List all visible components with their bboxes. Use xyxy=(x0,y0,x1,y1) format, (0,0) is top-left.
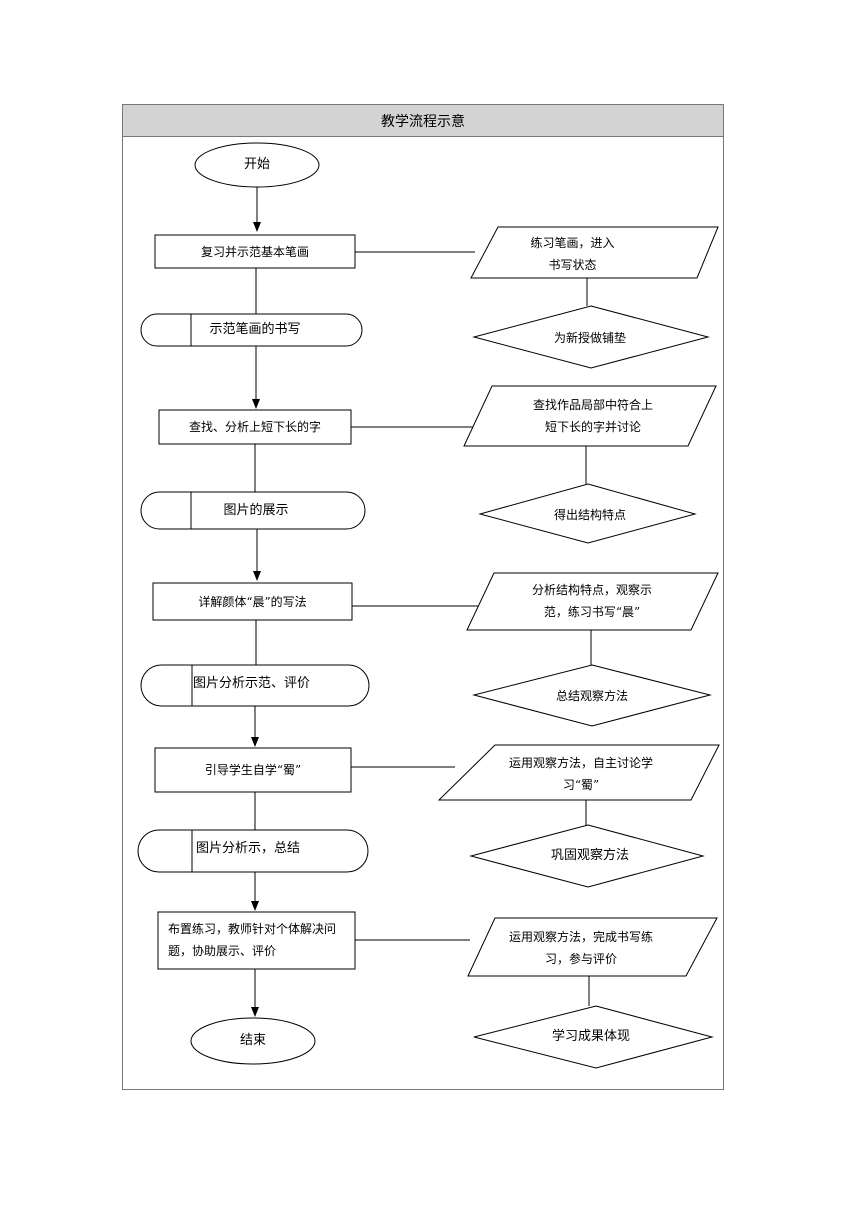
student-activity-label: 运用观察方法，自主讨论学习“蜀” xyxy=(508,756,653,792)
process-label: 引导学生自学“蜀” xyxy=(204,763,302,777)
student-activity-label: 分析结构特点，观察示范，练习书写“晨” xyxy=(531,583,652,619)
outcome-diamond xyxy=(478,483,697,544)
process-box xyxy=(158,409,352,445)
outcome-diamond xyxy=(473,1005,714,1069)
outcome-diamond xyxy=(472,305,710,369)
outcome-label: 为新授做铺垫 xyxy=(553,331,626,345)
student-activity-shape xyxy=(463,385,717,447)
media-shape xyxy=(140,491,366,530)
end-terminal xyxy=(190,1017,316,1065)
student-activity-shape xyxy=(437,744,720,801)
media-label: 图片分析示，总结 xyxy=(196,841,301,856)
media-label: 图片分析示范、评价 xyxy=(193,676,311,691)
media-label: 图片的展示 xyxy=(223,503,289,518)
end-label: 结束 xyxy=(239,1033,266,1048)
student-activity-shape xyxy=(470,226,719,279)
media-shape xyxy=(137,829,369,873)
media-label: 示范笔画的书写 xyxy=(209,322,301,337)
student-activity-shape xyxy=(467,917,718,977)
process-box xyxy=(154,234,356,269)
outcome-label: 学习成果体现 xyxy=(551,1029,630,1044)
process-label: 布置练习，教师针对个体解决问题，协助展示、评价 xyxy=(168,922,337,958)
outcome-label: 总结观察方法 xyxy=(555,689,628,703)
process-label: 查找、分析上短下长的字 xyxy=(188,420,321,434)
diagram-title: 教学流程示意 xyxy=(122,104,724,137)
process-label: 复习并示范基本笔画 xyxy=(200,245,309,259)
student-activity-label: 练习笔画，进入书写状态 xyxy=(530,236,615,272)
process-box xyxy=(157,911,356,970)
student-activity-shape xyxy=(466,572,719,631)
media-shape xyxy=(140,664,370,707)
outcome-label: 得出结构特点 xyxy=(553,508,626,522)
outcome-diamond xyxy=(469,824,705,888)
student-activity-label: 查找作品局部中符合上短下长的字并讨论 xyxy=(532,398,653,434)
outcome-label: 巩固观察方法 xyxy=(550,848,629,863)
process-box xyxy=(154,747,352,793)
outcome-diamond xyxy=(472,664,712,727)
process-label: 详解颜体“晨”的写法 xyxy=(198,595,307,609)
start-label: 开始 xyxy=(243,157,270,172)
student-activity-label: 运用观察方法，完成书写练习，参与评价 xyxy=(508,930,653,966)
process-box xyxy=(152,582,353,621)
media-shape xyxy=(140,313,363,347)
